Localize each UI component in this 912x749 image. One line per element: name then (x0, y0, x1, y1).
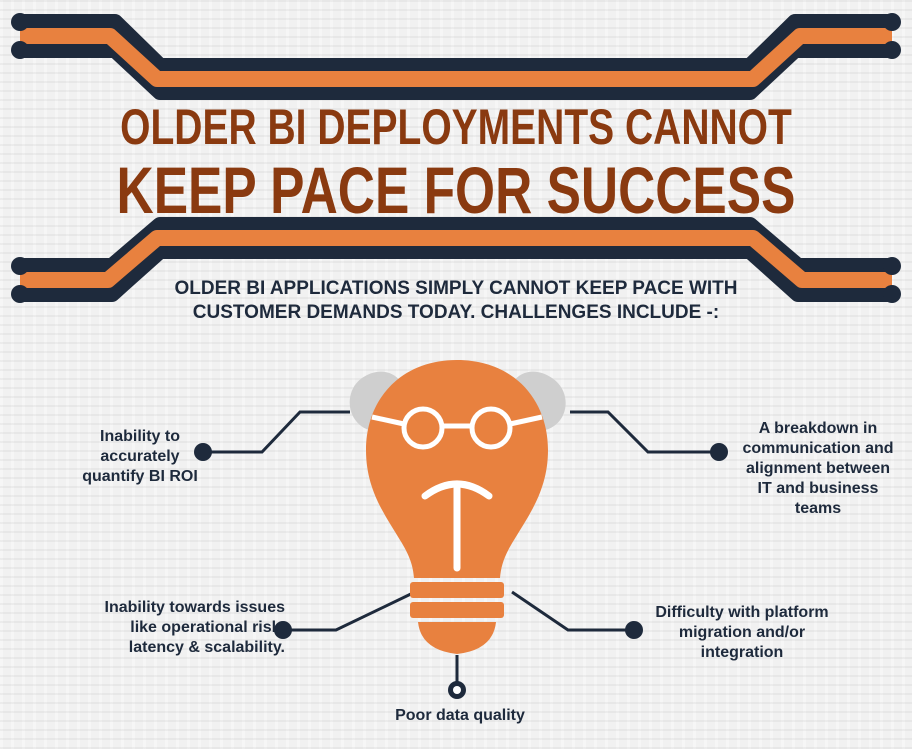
connector-roi (204, 410, 350, 454)
bottom-circuit-band (11, 217, 901, 303)
challenge-communication-label: A breakdown in communication and alignme… (742, 420, 894, 517)
bulb-base-band-2 (410, 602, 504, 618)
endpoint-risk (274, 621, 292, 639)
challenge-migration-label: Difficulty with platform migration and/o… (655, 604, 829, 661)
title-line-1: OLDER BI DEPLOYMENTS CANNOT (120, 99, 792, 155)
connector-endpoints (194, 443, 728, 699)
endpoint-roi (194, 443, 212, 461)
connector-communication (570, 410, 718, 454)
endpoint-communication (710, 443, 728, 461)
endpoint-migration (625, 621, 643, 639)
bulb-base-band-1 (410, 582, 504, 598)
bulb-base-cap (418, 622, 496, 654)
lightbulb-character-icon (349, 360, 566, 654)
challenge-data-quality-label: Poor data quality (395, 707, 525, 724)
connector-lines (204, 410, 718, 688)
title-line-2: KEEP PACE FOR SUCCESS (116, 153, 796, 227)
challenge-roi-label: Inability to accurately quantify BI ROI (82, 428, 198, 485)
connector-migration (511, 590, 633, 632)
subtitle-line-1: OLDER BI APPLICATIONS SIMPLY CANNOT KEEP… (174, 278, 738, 299)
challenge-risk-label: Inability towards issues like operationa… (104, 599, 286, 656)
top-circuit-band (11, 13, 901, 100)
subtitle-line-2: CUSTOMER DEMANDS TODAY. CHALLENGES INCLU… (192, 302, 720, 323)
connector-risk (284, 590, 416, 632)
frown-icon (421, 480, 493, 572)
glasses-icon (371, 406, 543, 450)
